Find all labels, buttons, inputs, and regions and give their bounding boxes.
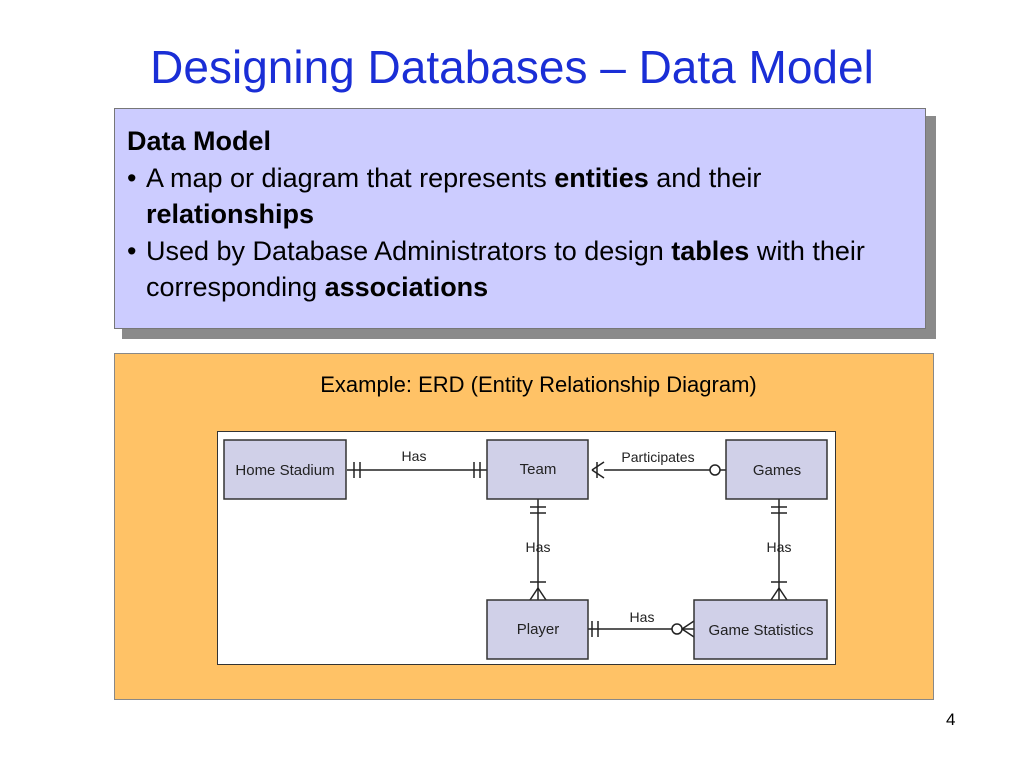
bullet-dot-icon: • bbox=[127, 235, 137, 266]
mark-zero-many bbox=[671, 623, 683, 635]
relationship-label-player-stats: Has bbox=[630, 609, 655, 625]
mark-zero-many bbox=[681, 628, 695, 638]
bold-term-entities: entities bbox=[554, 162, 649, 193]
entity-label-player: Player bbox=[517, 621, 560, 638]
entity-game-statistics bbox=[693, 599, 828, 660]
bold-term-associations: associations bbox=[324, 272, 489, 302]
slide-title: Designing Databases – Data Model bbox=[150, 41, 874, 93]
entity-label-team: Team bbox=[520, 461, 557, 478]
entity-label-game-statistics: Game Statistics bbox=[708, 622, 813, 639]
mark-zero-many bbox=[709, 464, 721, 476]
mark-one-many bbox=[529, 587, 539, 601]
bullet-dot-icon: • bbox=[127, 162, 137, 193]
bullet-text: Used by Database Administrators to desig… bbox=[146, 233, 911, 306]
bold-term-tables: tables bbox=[671, 235, 750, 266]
relationship-label-team-player: Has bbox=[526, 539, 551, 555]
entity-label-home-stadium: Home Stadium bbox=[235, 462, 334, 479]
entity-home-stadium bbox=[223, 439, 347, 500]
bullet-prefix: A map or diagram that represents bbox=[146, 162, 555, 193]
mark-one-many bbox=[537, 587, 547, 601]
erd-diagram-frame: Home Stadium Team Games Player Game Stat… bbox=[217, 431, 836, 665]
mark-one-many bbox=[591, 461, 605, 471]
bullet-mid: with their corresponding bbox=[146, 235, 865, 303]
entity-player bbox=[486, 599, 589, 660]
relationship-label-stadium-team: Has bbox=[402, 448, 427, 464]
bullet-prefix: Used by Database Administrators to desig… bbox=[146, 235, 672, 266]
relationship-label-games-stats: Has bbox=[767, 539, 792, 555]
bullet-item: • Used by Database Administrators to des… bbox=[127, 233, 911, 306]
bold-term-relationships: relationships bbox=[146, 199, 315, 229]
mark-zero-many bbox=[681, 620, 695, 630]
erd-diagram: Home Stadium Team Games Player Game Stat… bbox=[223, 439, 828, 660]
erd-caption: Example: ERD (Entity Relationship Diagra… bbox=[320, 372, 757, 397]
definition-heading: Data Model bbox=[127, 126, 272, 156]
entity-label-games: Games bbox=[753, 462, 801, 479]
bullet-mid: and their bbox=[648, 162, 762, 193]
mark-one-many bbox=[778, 587, 788, 601]
bullet-text: A map or diagram that represents entitie… bbox=[146, 160, 911, 233]
entity-team bbox=[486, 439, 589, 500]
bullet-item: • A map or diagram that represents entit… bbox=[127, 160, 911, 233]
mark-one-many bbox=[770, 587, 780, 601]
entity-games bbox=[725, 439, 828, 500]
page-number: 4 bbox=[946, 710, 956, 729]
relationship-label-team-games: Participates bbox=[621, 449, 694, 465]
mark-one-many bbox=[591, 469, 605, 479]
definition-box: Data Model • A map or diagram that repre… bbox=[114, 108, 926, 329]
